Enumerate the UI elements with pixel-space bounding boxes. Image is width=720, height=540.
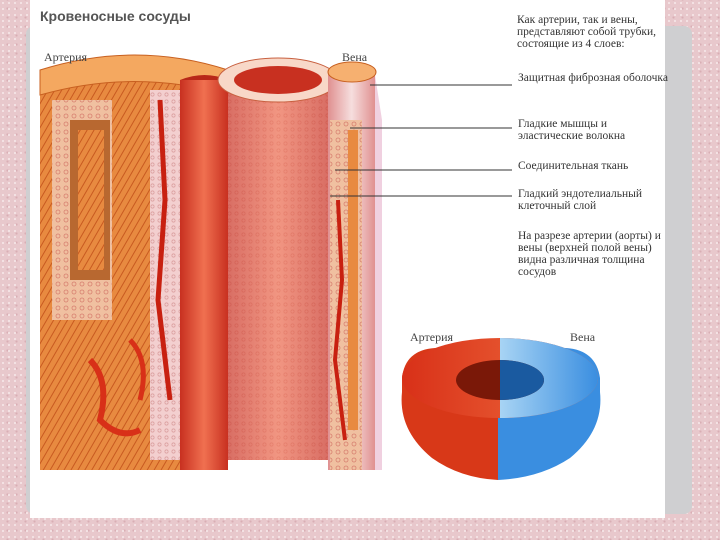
layer-label-1: Защитная фиброзная оболочка xyxy=(518,72,668,84)
artery-label: Артерия xyxy=(44,50,88,64)
artery-cutaway xyxy=(39,54,229,470)
intro-note: Как артерии, так и вены, представляют со… xyxy=(517,14,657,50)
layer-label-3: Соединительная ткань xyxy=(518,160,629,172)
leader-lines xyxy=(330,84,512,197)
lumen-cylinder xyxy=(217,57,339,460)
cross-section-ring xyxy=(401,338,601,480)
layer-label-2: Гладкие мышцы и эластические волокна xyxy=(518,118,626,142)
diagram-title: Кровеносные сосуды xyxy=(40,8,191,24)
ring-artery-label: Артерия xyxy=(410,330,454,344)
diagram-sheet: Кровеносные сосуды Артерия Вена Как арте… xyxy=(30,0,668,518)
layer-label-4: Гладкий эндотелиальный клеточный слой xyxy=(518,188,643,212)
vein-label: Вена xyxy=(342,50,368,64)
vein-cutaway xyxy=(327,61,382,470)
vessel-illustration xyxy=(39,54,601,480)
section-note: На разрезе артерии (аорты) и вены (верхн… xyxy=(518,230,661,278)
ring-vein-label: Вена xyxy=(570,330,596,344)
